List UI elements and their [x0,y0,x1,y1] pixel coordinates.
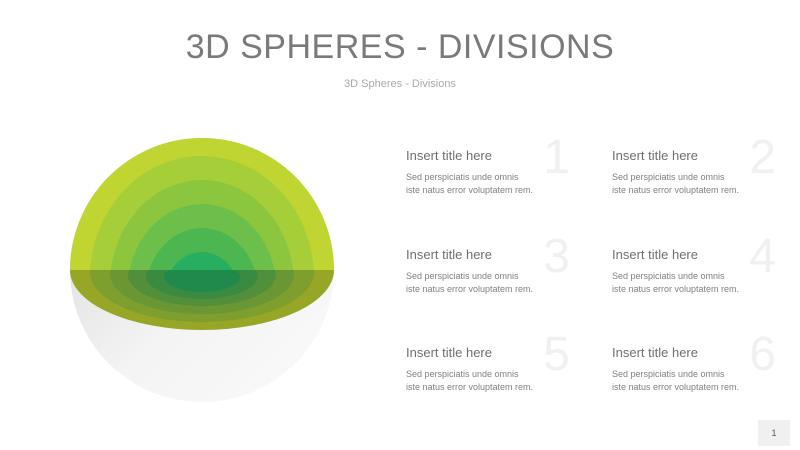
item-title: Insert title here [406,148,492,163]
page-number: 1 [758,420,790,446]
item-number: 1 [543,131,570,184]
sphere-layer-5 [149,228,255,270]
item-title: Insert title here [406,247,492,262]
item-body-line: Sed perspiciatis unde omnis [406,369,519,379]
item-body: Sed perspiciatis unde omnis iste natus e… [406,368,596,394]
item-number: 2 [749,131,776,184]
item-number: 5 [543,328,570,381]
sphere-divisions-graphic [70,138,334,402]
item-body-line: iste natus error voluptatem rem. [406,382,534,392]
item-body-line: Sed perspiciatis unde omnis [612,172,725,182]
item-body-line: Sed perspiciatis unde omnis [612,271,725,281]
item-body-line: Sed perspiciatis unde omnis [612,369,725,379]
item-body: Sed perspiciatis unde omnis iste natus e… [406,171,596,197]
list-item: 2 Insert title here Sed perspiciatis und… [612,134,800,228]
list-item: 1 Insert title here Sed perspiciatis und… [406,134,596,228]
list-item: 4 Insert title here Sed perspiciatis und… [612,233,800,327]
item-body-line: iste natus error voluptatem rem. [406,284,534,294]
slide-title: 3D SPHERES - DIVISIONS [185,28,615,66]
item-title: Insert title here [612,148,698,163]
item-body: Sed perspiciatis unde omnis iste natus e… [612,270,800,296]
slide-subtitle: 3D Spheres - Divisions [344,78,456,90]
list-item: 6 Insert title here Sed perspiciatis und… [612,331,800,425]
item-body-line: iste natus error voluptatem rem. [612,185,740,195]
item-title: Insert title here [612,345,698,360]
item-body: Sed perspiciatis unde omnis iste natus e… [612,171,800,197]
item-title: Insert title here [612,247,698,262]
item-number: 4 [749,230,776,283]
item-body-line: Sed perspiciatis unde omnis [406,271,519,281]
item-body-line: iste natus error voluptatem rem. [612,382,740,392]
item-body: Sed perspiciatis unde omnis iste natus e… [406,270,596,296]
item-number: 3 [543,230,570,283]
item-title: Insert title here [406,345,492,360]
item-body-line: Sed perspiciatis unde omnis [406,172,519,182]
item-body-line: iste natus error voluptatem rem. [612,284,740,294]
item-body-line: iste natus error voluptatem rem. [406,185,534,195]
item-number: 6 [749,328,776,381]
sphere-layer-6 [171,252,233,270]
list-item: 5 Insert title here Sed perspiciatis und… [406,331,596,425]
list-item: 3 Insert title here Sed perspiciatis und… [406,233,596,327]
item-body: Sed perspiciatis unde omnis iste natus e… [612,368,800,394]
